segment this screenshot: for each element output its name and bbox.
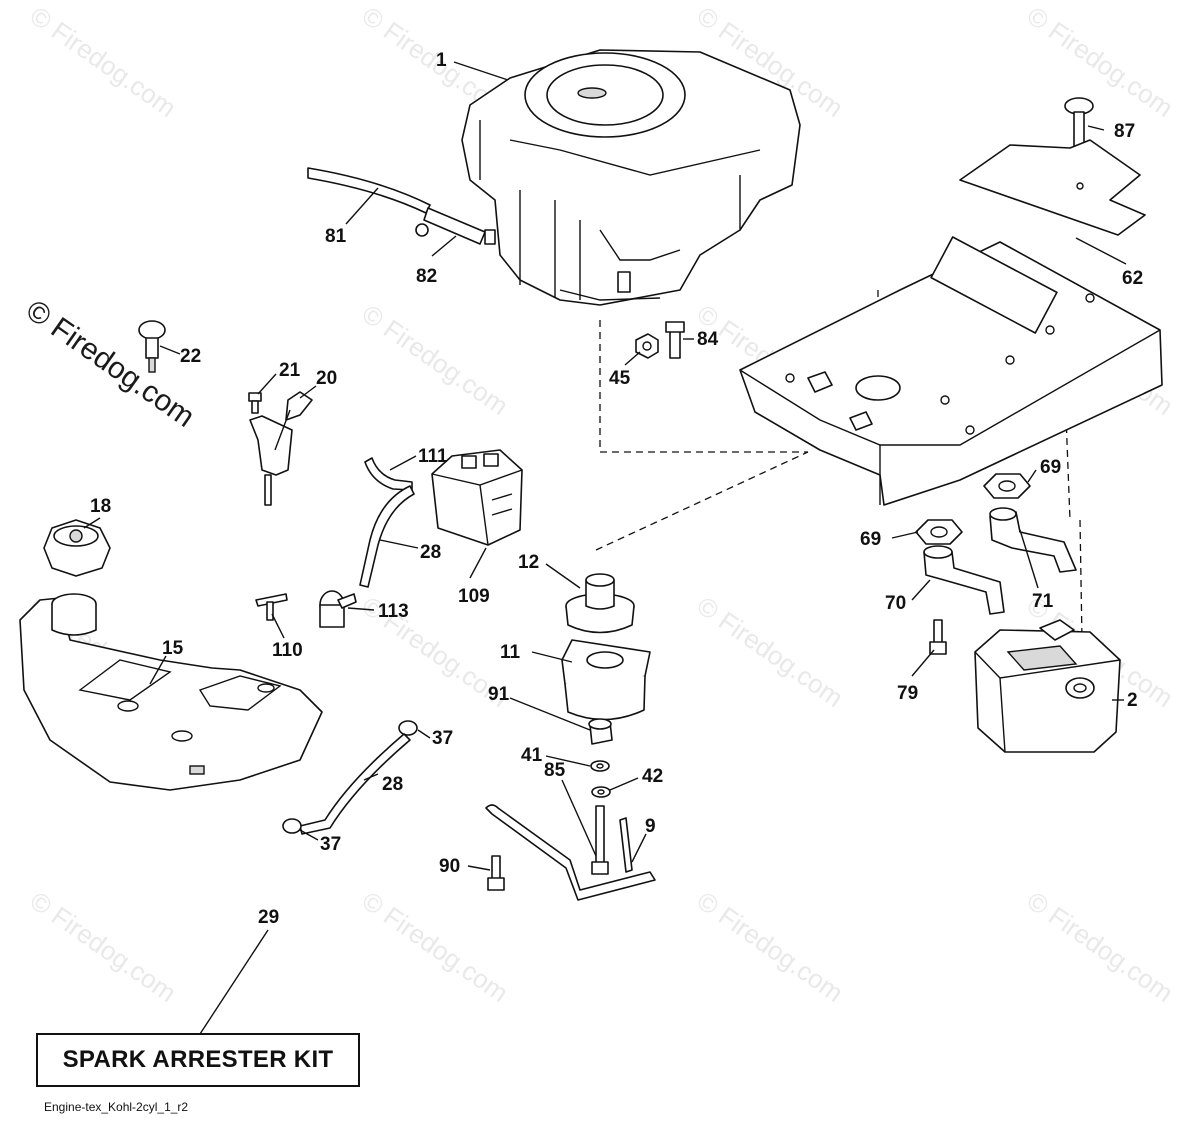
pulley-part xyxy=(565,573,635,634)
callout-28-lower: 28 xyxy=(382,774,403,795)
bushing-part xyxy=(588,718,613,745)
callout-28-upper: 28 xyxy=(420,542,441,563)
throttle-control-part xyxy=(249,391,313,506)
callout-110: 110 xyxy=(272,640,303,661)
watermark: © Firedog.com xyxy=(692,590,849,713)
bolt-part xyxy=(591,805,609,875)
pto-clutch-part xyxy=(561,639,651,721)
knob-part xyxy=(138,320,166,373)
exhaust-pipe-part xyxy=(923,545,1005,615)
callout-42: 42 xyxy=(642,766,663,787)
clamp-part xyxy=(398,720,418,736)
callout-113: 113 xyxy=(378,601,409,622)
callout-1: 1 xyxy=(436,50,447,71)
watermark: © Firedog.com xyxy=(1022,0,1179,123)
leader-lines xyxy=(83,61,1127,1035)
muffler-part xyxy=(974,619,1121,753)
callout-62: 62 xyxy=(1122,268,1143,289)
spark-arrester-kit-label: SPARK ARRESTER KIT xyxy=(62,1046,334,1073)
callout-81: 81 xyxy=(325,226,347,247)
hose-part xyxy=(299,733,411,835)
watermark: © Firedog.com xyxy=(692,885,849,1008)
lockwasher-part xyxy=(591,786,611,798)
callout-20: 20 xyxy=(316,368,337,389)
callout-109: 109 xyxy=(458,586,490,607)
callout-21: 21 xyxy=(279,360,301,381)
callout-37-lower: 37 xyxy=(320,834,341,855)
gasket-part xyxy=(915,519,963,545)
hose-part xyxy=(307,167,431,214)
callout-41: 41 xyxy=(521,745,543,766)
nut-part xyxy=(635,333,659,359)
callout-90: 90 xyxy=(439,856,460,877)
watermark: © Firedog.com xyxy=(1022,885,1179,1008)
callout-87: 87 xyxy=(1114,121,1135,142)
watermark: © Firedog.com xyxy=(357,885,514,1008)
valve-part xyxy=(319,590,357,628)
callout-82: 82 xyxy=(416,266,437,287)
bolt-part xyxy=(929,619,947,655)
exhaust-pipe-part xyxy=(989,507,1077,573)
screw-part xyxy=(248,392,262,414)
canister-part xyxy=(431,449,523,546)
clamp-part xyxy=(282,818,302,834)
diagram-code: Engine-tex_Kohl-2cyl_1_r2 xyxy=(44,1100,189,1114)
watermark: © Firedog.com xyxy=(357,298,514,421)
callout-79: 79 xyxy=(897,683,918,704)
callout-69-left: 69 xyxy=(860,529,881,550)
callout-71: 71 xyxy=(1032,591,1054,612)
callout-22: 22 xyxy=(180,346,201,367)
shield-plate-part xyxy=(959,139,1146,236)
callout-labels: 1 81 82 84 45 87 62 22 21 20 111 109 28 … xyxy=(90,50,1143,928)
watermark: © Firedog.com xyxy=(25,0,182,123)
bracket-part xyxy=(485,804,656,901)
callout-111: 111 xyxy=(418,446,448,467)
callout-15: 15 xyxy=(162,638,184,659)
frame-part xyxy=(739,236,1163,506)
callout-91: 91 xyxy=(488,684,510,705)
callout-29: 29 xyxy=(258,907,279,928)
callout-84: 84 xyxy=(697,329,719,350)
callout-11: 11 xyxy=(500,642,521,663)
fuel-cap-part xyxy=(43,519,111,577)
bolt-part xyxy=(665,321,685,359)
callout-18: 18 xyxy=(90,496,111,517)
gasket-part xyxy=(983,473,1031,499)
tee-fitting-part xyxy=(255,593,288,621)
callout-9: 9 xyxy=(645,816,656,837)
callout-85: 85 xyxy=(544,760,566,781)
callout-45: 45 xyxy=(609,368,631,389)
fuel-tank-part xyxy=(19,593,323,791)
watermark: © Firedog.com xyxy=(25,885,182,1008)
washer-part xyxy=(590,760,610,772)
callout-12: 12 xyxy=(518,552,539,573)
bolt-part xyxy=(1064,97,1094,147)
engine-part xyxy=(461,49,801,306)
callout-2: 2 xyxy=(1127,690,1138,711)
spark-arrester-kit-box: SPARK ARRESTER KIT xyxy=(36,1033,360,1087)
fitting-part xyxy=(415,207,496,245)
hose-part xyxy=(364,457,413,491)
callout-70: 70 xyxy=(885,593,906,614)
bolt-part xyxy=(487,855,505,891)
watermark-prominent: © Firedog.com xyxy=(20,294,200,434)
callout-69-right: 69 xyxy=(1040,457,1061,478)
callout-37-upper: 37 xyxy=(432,728,453,749)
hose-part xyxy=(359,485,415,588)
